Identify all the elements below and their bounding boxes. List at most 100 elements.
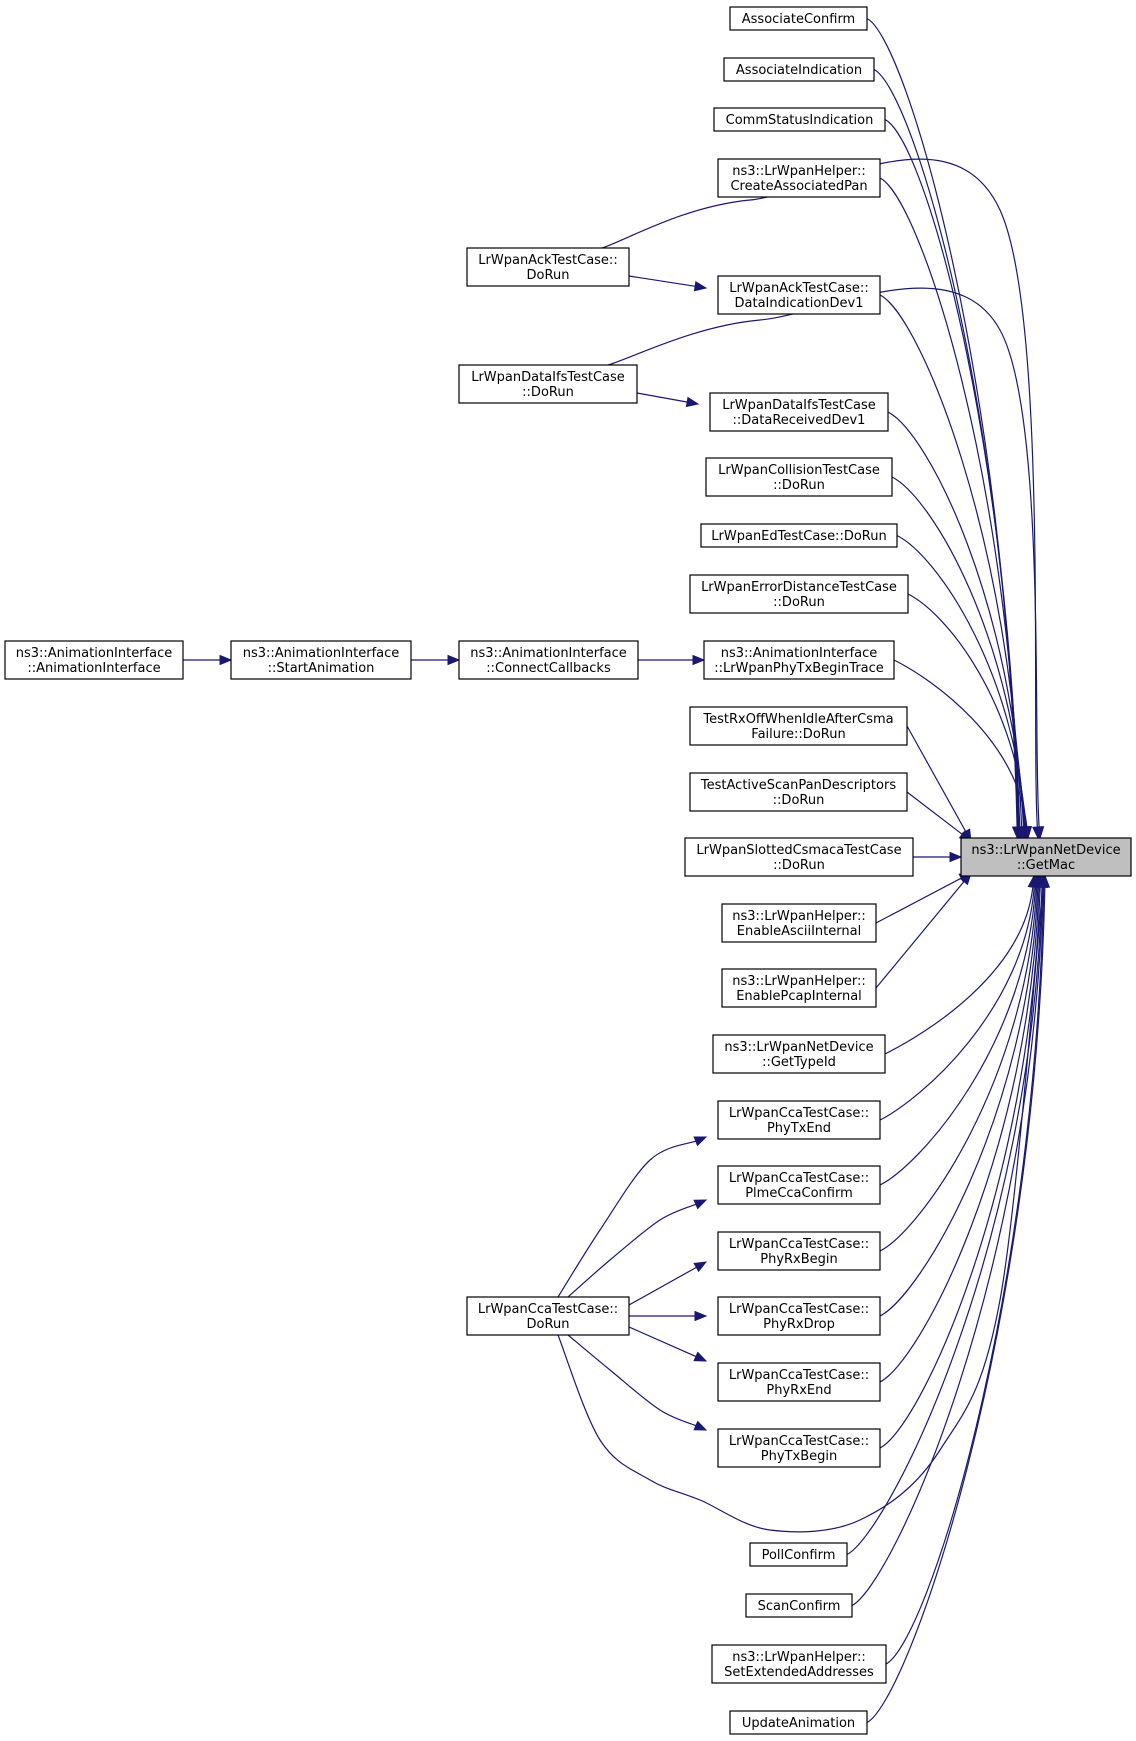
edge-line	[879, 885, 1040, 1383]
edge-line	[636, 392, 689, 403]
node-box[interactable]	[717, 158, 881, 198]
node-associateconfirm[interactable]: AssociateConfirm	[729, 6, 868, 31]
node-box[interactable]	[729, 1710, 868, 1735]
node-label: PhyTxBegin	[761, 1449, 837, 1464]
arrowhead	[693, 1351, 708, 1362]
node-box[interactable]	[466, 1296, 630, 1336]
node-box[interactable]	[717, 1165, 881, 1205]
edge-animationinterface-lrwpanphytxbegintrace-to-getmac	[893, 659, 1033, 840]
arrowhead	[693, 1261, 708, 1273]
node-box[interactable]	[700, 523, 898, 548]
node-errordistancetestcase-dorun[interactable]: LrWpanErrorDistanceTestCase::DoRun	[689, 574, 909, 614]
node-ccatestcase-phyrxbegin[interactable]: LrWpanCcaTestCase::PhyRxBegin	[717, 1231, 881, 1271]
node-ccatestcase-phytxend[interactable]: LrWpanCcaTestCase::PhyTxEnd	[717, 1100, 881, 1140]
node-label: ns3::LrWpanHelper::	[732, 164, 865, 179]
node-box[interactable]	[729, 6, 868, 31]
node-label: ::ConnectCallbacks	[486, 661, 611, 676]
node-label: LrWpanAckTestCase::	[729, 281, 868, 296]
node-box[interactable]	[458, 364, 638, 404]
node-label: LrWpanDataIfsTestCase	[722, 398, 876, 413]
node-box[interactable]	[717, 1100, 881, 1140]
node-box[interactable]	[745, 1593, 853, 1618]
node-updateanimation[interactable]: UpdateAnimation	[729, 1710, 868, 1735]
node-scanconfirm[interactable]: ScanConfirm	[745, 1593, 853, 1618]
edge-ccatestcase-phytxbegin-to-getmac	[879, 874, 1046, 1449]
edge-line	[879, 294, 1023, 829]
node-dataifstestcase-datareceiveddev1[interactable]: LrWpanDataIfsTestCase::DataReceivedDev1	[709, 392, 889, 432]
node-dataifstestcase-dorun[interactable]: LrWpanDataIfsTestCase::DoRun	[458, 364, 638, 404]
node-pollconfirm[interactable]: PollConfirm	[749, 1542, 848, 1567]
node-ccatestcase-dorun[interactable]: LrWpanCcaTestCase::DoRun	[466, 1296, 630, 1336]
node-box[interactable]	[721, 968, 877, 1008]
node-ccatestcase-plmeccaconfirm[interactable]: LrWpanCcaTestCase::PlmeCcaConfirm	[717, 1165, 881, 1205]
node-slottedcsmacatestcase-dorun[interactable]: LrWpanSlottedCsmacaTestCase::DoRun	[684, 837, 914, 877]
node-box[interactable]	[960, 837, 1132, 877]
node-commstatusindication[interactable]: CommStatusIndication	[713, 107, 886, 132]
node-box[interactable]	[689, 706, 908, 746]
edge-gettypeid-to-getmac	[884, 874, 1039, 1055]
node-box[interactable]	[689, 574, 909, 614]
node-box[interactable]	[458, 640, 639, 680]
node-box[interactable]	[705, 457, 893, 497]
node-createassociatedpan[interactable]: ns3::LrWpanHelper::CreateAssociatedPan	[717, 158, 881, 198]
node-label: LrWpanCcaTestCase::	[729, 1106, 869, 1121]
node-enablepcapinternal[interactable]: ns3::LrWpanHelper::EnablePcapInternal	[721, 968, 877, 1008]
node-box[interactable]	[711, 1644, 887, 1684]
node-label: Failure::DoRun	[751, 727, 845, 742]
node-box[interactable]	[713, 107, 886, 132]
node-box[interactable]	[684, 837, 914, 877]
node-edtestcase-dorun[interactable]: LrWpanEdTestCase::DoRun	[700, 523, 898, 548]
node-box[interactable]	[723, 57, 875, 82]
edge-line	[875, 880, 966, 989]
edge-line	[557, 885, 1044, 1533]
node-setextendedaddresses[interactable]: ns3::LrWpanHelper::SetExtendedAddresses	[711, 1644, 887, 1684]
arrowhead	[693, 281, 708, 292]
node-testactivescanpandescriptors-dorun[interactable]: TestActiveScanPanDescriptors::DoRun	[689, 772, 908, 812]
node-acktestcase-dataindicationdev1[interactable]: LrWpanAckTestCase::DataIndicationDev1	[717, 275, 881, 315]
node-box[interactable]	[717, 1428, 881, 1468]
node-associateindication[interactable]: AssociateIndication	[723, 57, 875, 82]
node-box[interactable]	[4, 640, 184, 680]
node-acktestcase-dorun[interactable]: LrWpanAckTestCase::DoRun	[466, 247, 630, 287]
node-label: LrWpanCcaTestCase::	[729, 1237, 869, 1252]
edge-scanconfirm-to-getmac	[851, 874, 1049, 1607]
node-enableasciiinternal[interactable]: ns3::LrWpanHelper::EnableAsciiInternal	[721, 903, 877, 943]
node-animationinterface-ctor[interactable]: ns3::AnimationInterface::AnimationInterf…	[4, 640, 184, 680]
node-box[interactable]	[749, 1542, 848, 1567]
edge-line	[628, 1326, 698, 1358]
node-ccatestcase-phytxbegin[interactable]: LrWpanCcaTestCase::PhyTxBegin	[717, 1428, 881, 1468]
node-box[interactable]	[230, 640, 412, 680]
edge-animationinterface-connectcallbacks-to-animationinterface-lrwpanphytxbegintrace	[638, 654, 706, 666]
edge-dataifstestcase-dorun-to-dataifstestcase-datareceiveddev1	[636, 392, 700, 408]
node-box[interactable]	[466, 247, 630, 287]
node-ccatestcase-phyrxdrop[interactable]: LrWpanCcaTestCase::PhyRxDrop	[717, 1296, 881, 1336]
node-box[interactable]	[709, 392, 889, 432]
node-label: ::StartAnimation	[268, 661, 375, 676]
node-label: UpdateAnimation	[742, 1716, 855, 1731]
node-box[interactable]	[689, 772, 908, 812]
node-box[interactable]	[717, 1296, 881, 1336]
node-animationinterface-connectcallbacks[interactable]: ns3::AnimationInterface::ConnectCallback…	[458, 640, 639, 680]
node-getmac[interactable]: ns3::LrWpanNetDevice::GetMac	[960, 837, 1132, 877]
node-box[interactable]	[712, 1034, 886, 1074]
node-animationinterface-lrwpanphytxbegintrace[interactable]: ns3::AnimationInterface::LrWpanPhyTxBegi…	[703, 640, 895, 680]
node-label: ::DoRun	[773, 478, 825, 493]
node-box[interactable]	[717, 1231, 881, 1271]
edge-acktestcase-dataindicationdev1-to-getmac	[879, 294, 1027, 840]
node-label: DoRun	[527, 1317, 570, 1332]
node-collisiontestcase-dorun[interactable]: LrWpanCollisionTestCase::DoRun	[705, 457, 893, 497]
node-box[interactable]	[703, 640, 895, 680]
node-box[interactable]	[721, 903, 877, 943]
node-label: LrWpanErrorDistanceTestCase	[701, 580, 897, 595]
edge-ccatestcase-dorun-to-ccatestcase-phytxbegin	[567, 1334, 708, 1431]
edge-ccatestcase-phyrxbegin-to-getmac	[879, 874, 1042, 1252]
node-label: ::DataReceivedDev1	[733, 413, 866, 428]
arrowhead	[219, 654, 233, 666]
node-ccatestcase-phyrxend[interactable]: LrWpanCcaTestCase::PhyRxEnd	[717, 1362, 881, 1402]
node-box[interactable]	[717, 1362, 881, 1402]
node-box[interactable]	[717, 275, 881, 315]
edge-line	[866, 885, 1046, 1724]
node-animationinterface-startanimation[interactable]: ns3::AnimationInterface::StartAnimation	[230, 640, 412, 680]
node-gettypeid[interactable]: ns3::LrWpanNetDevice::GetTypeId	[712, 1034, 886, 1074]
